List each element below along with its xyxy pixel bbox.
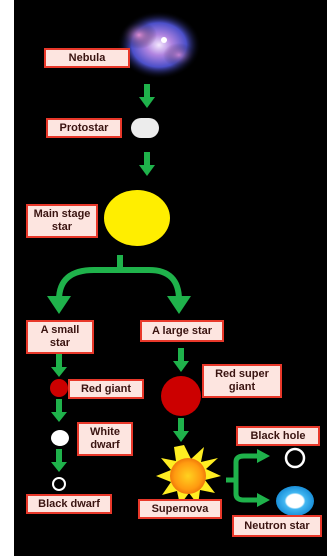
label-red-giant: Red giant bbox=[68, 379, 144, 399]
red-super-giant-shape bbox=[161, 376, 201, 416]
label-supernova: Supernova bbox=[138, 499, 222, 519]
arrow-red-giant-to-white-dwarf bbox=[51, 399, 67, 422]
arrow-white-dwarf-to-black-dwarf bbox=[51, 449, 67, 472]
nebula-image bbox=[117, 11, 201, 79]
label-protostar: Protostar bbox=[46, 118, 122, 138]
label-white-dwarf: White dwarf bbox=[77, 422, 133, 456]
label-black-dwarf: Black dwarf bbox=[26, 494, 112, 514]
label-large-star: A large star bbox=[140, 320, 224, 342]
arrow-main-star-split bbox=[47, 255, 191, 314]
label-black-hole: Black hole bbox=[236, 426, 320, 446]
main-stage-star-shape bbox=[104, 190, 170, 246]
protostar-shape bbox=[131, 118, 159, 138]
red-giant-shape bbox=[50, 379, 68, 397]
diagram-graphics bbox=[47, 11, 314, 516]
black-hole-shape bbox=[284, 447, 306, 469]
arrow-large-star-to-red-super-giant bbox=[173, 348, 189, 372]
label-small-star: A small star bbox=[26, 320, 94, 354]
arrow-supernova-branch bbox=[226, 449, 270, 507]
arrow-nebula-to-protostar bbox=[139, 84, 155, 108]
label-neutron-star: Neutron star bbox=[232, 515, 322, 537]
neutron-star-shape bbox=[276, 486, 314, 516]
label-nebula: Nebula bbox=[44, 48, 130, 68]
supernova-shape bbox=[156, 445, 221, 505]
arrow-small-star-to-red-giant bbox=[51, 354, 67, 377]
label-main-stage-star: Main stage star bbox=[26, 204, 98, 238]
flow-arrows bbox=[47, 84, 270, 507]
star-life-cycle-diagram: Nebula Protostar Main stage star A small… bbox=[14, 0, 327, 556]
black-dwarf-shape bbox=[52, 477, 66, 491]
white-dwarf-shape bbox=[51, 430, 69, 446]
arrow-protostar-to-main-star bbox=[139, 152, 155, 176]
label-red-super-giant: Red super giant bbox=[202, 364, 282, 398]
arrow-red-super-giant-to-supernova bbox=[173, 418, 189, 442]
